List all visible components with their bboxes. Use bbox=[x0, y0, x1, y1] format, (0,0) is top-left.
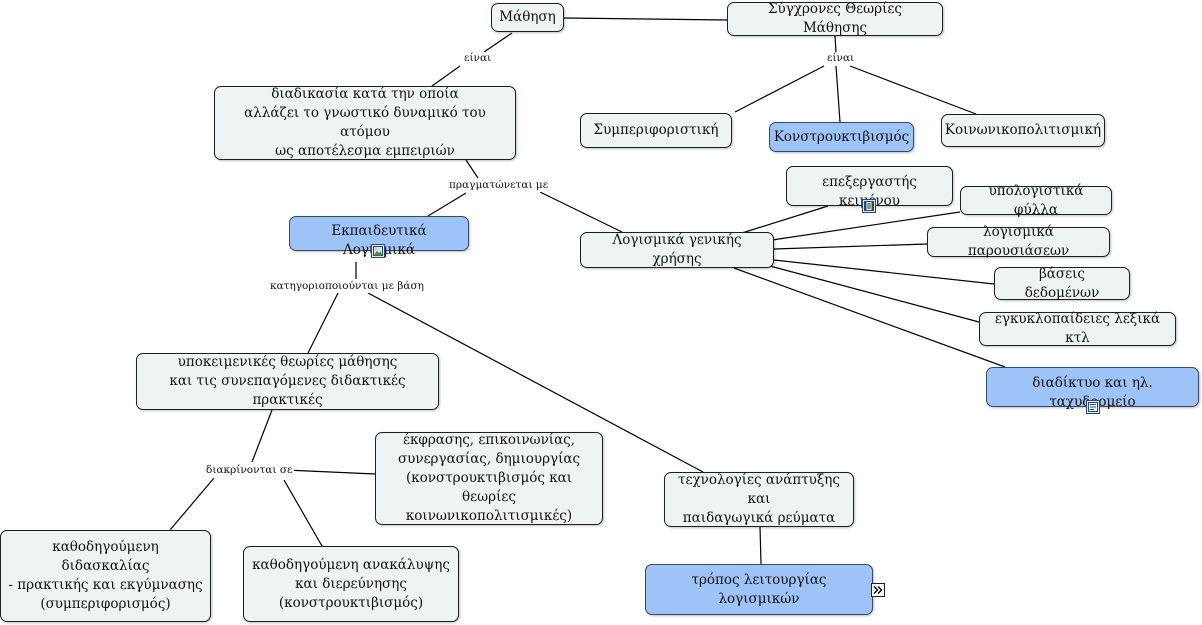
node-kathodigoumeni-anakalypsi[interactable]: καθοδηγούμενη ανακάλυψης και διερεύνησης… bbox=[243, 546, 459, 622]
link-label-katigoriopoiountai: κατηγοριοποιούνται με βάση bbox=[268, 280, 426, 293]
link-diakrinontai-anakalypsi bbox=[283, 479, 323, 547]
link-genikis-epexergastis bbox=[741, 205, 829, 234]
node-konstruktivismos[interactable]: Κονστρουκτιβισμός bbox=[769, 122, 914, 152]
node-symperiforistiki[interactable]: Συμπεριφοριστική bbox=[580, 113, 732, 148]
node-diadikasia[interactable]: διαδικασία κατά την οποία αλλάζει το γνω… bbox=[214, 86, 516, 160]
link-katigoriopoiountai-texnologies bbox=[367, 292, 704, 473]
link-label-pragmatonetai: πραγματώνεται με bbox=[447, 179, 551, 192]
link-einai-konstruktivismos bbox=[835, 65, 841, 123]
link-einai-symperiforistiki bbox=[734, 65, 825, 113]
link-sygxrones-einai bbox=[834, 35, 837, 53]
node-logismika-parousiaseon[interactable]: λογισμικά παρουσιάσεων bbox=[927, 224, 1110, 259]
link-pragmatonetai-genikis bbox=[539, 191, 623, 233]
link-diakrinontai-ekfrasis bbox=[285, 469, 376, 475]
video-file-icon[interactable] bbox=[862, 199, 876, 213]
node-ekpaideutika-logismika[interactable]: Εκπαιδευτικά Λογισμικά bbox=[289, 216, 469, 258]
node-tropos-leitourgias[interactable]: τρόπος λειτουργίας λογισμικών bbox=[645, 564, 873, 615]
node-ekfrasis[interactable]: έκφρασης, επικοινωνίας, συνεργασίας, δημ… bbox=[375, 432, 603, 525]
node-logismika-genikis-xrisis[interactable]: Λογισμικά γενικής χρήσης bbox=[580, 232, 774, 268]
link-label-einai-right: είναι bbox=[825, 52, 857, 65]
expand-arrows-icon[interactable] bbox=[871, 583, 885, 597]
link-katigoriopoiountai-ypokeimenikes bbox=[307, 292, 339, 354]
link-pragmatonetai-ekpaideutika bbox=[427, 192, 467, 217]
link-mathisi-sygxrones bbox=[563, 17, 728, 21]
link-texnologies-tropos bbox=[759, 526, 762, 565]
node-koinonikopolitismiki[interactable]: Κοινωνικοπολιτισμική bbox=[941, 114, 1105, 147]
link-genikis-parousiaseon bbox=[773, 243, 928, 250]
link-diadikasia-pragmatonetai bbox=[465, 159, 479, 179]
link-ypokeimenikes-diakrinontai bbox=[251, 409, 273, 463]
link-label-einai-left: είναι bbox=[462, 52, 494, 65]
node-vaseis-dedomenon[interactable]: βάσεις δεδομένων bbox=[994, 266, 1130, 301]
link-mathisi-einai bbox=[483, 32, 513, 53]
node-texnologies-anaptyxis[interactable]: τεχνολογίες ανάπτυξης και παιδαγωγικά ρε… bbox=[664, 472, 854, 527]
link-genikis-vaseis bbox=[773, 259, 995, 285]
document-file-icon[interactable] bbox=[1086, 400, 1100, 414]
node-ypologistika-fylla[interactable]: υπολογιστικά φύλλα bbox=[960, 183, 1112, 218]
link-genikis-ypologistika bbox=[771, 211, 961, 241]
node-egkyklopaideies[interactable]: εγκυκλοπαίδειες λεξικά κτλ bbox=[979, 311, 1176, 346]
link-einai-diadikasia bbox=[431, 65, 461, 87]
node-sygxrones-theories[interactable]: Σύγχρονες Θεωρίες Μάθησης bbox=[727, 1, 943, 36]
link-einai-koinonikopolitismiki bbox=[849, 65, 977, 115]
node-ypokeimenikes-theories[interactable]: υποκειμενικές θεωρίες μάθησης και τις συ… bbox=[136, 353, 439, 410]
image-file-icon[interactable] bbox=[371, 244, 385, 258]
link-diakrinontai-didaskalia bbox=[169, 477, 215, 531]
node-mathisi[interactable]: Μάθηση bbox=[491, 3, 564, 32]
link-genikis-egkyklopaideies bbox=[769, 265, 980, 323]
link-label-diakrinontai: διακρίνονται σε bbox=[204, 464, 295, 477]
link-genikis-diadiktyo bbox=[733, 267, 1006, 368]
node-kathodigoumeni-didaskalia[interactable]: καθοδηγούμενη διδασκαλίας - πρακτικής κα… bbox=[0, 530, 211, 622]
